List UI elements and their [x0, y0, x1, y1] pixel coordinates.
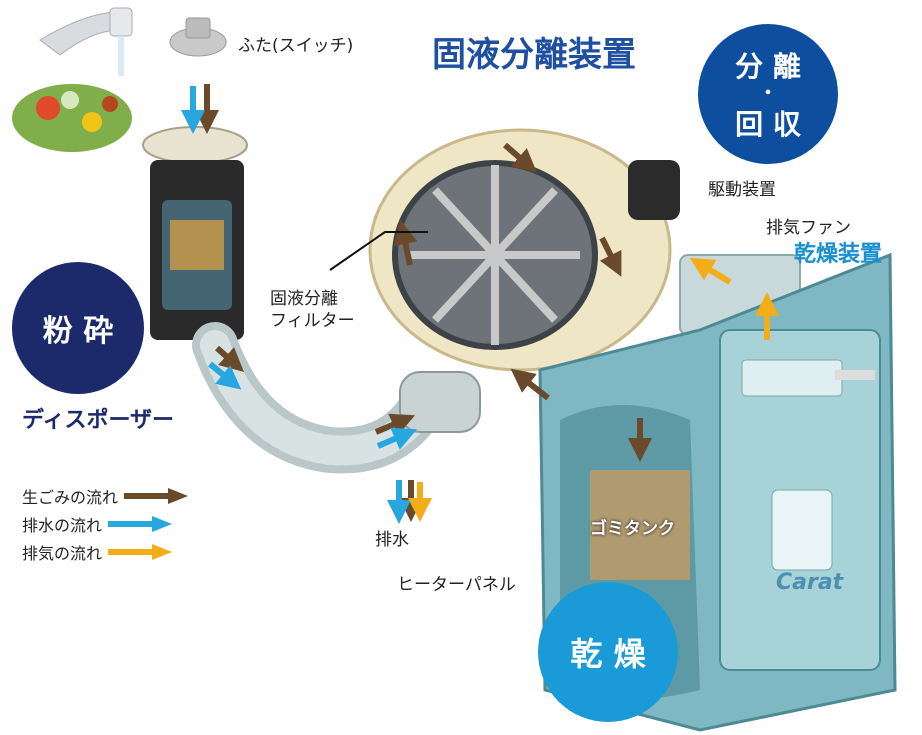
page-title: 固液分離装置	[432, 35, 636, 75]
legend-water-label: 排水の流れ	[22, 516, 103, 535]
badge-recover-text: 回 収	[735, 108, 801, 141]
separate-recover-badge: 分 離 ・ 回 収	[698, 24, 838, 164]
drain-label: 排水	[375, 530, 409, 550]
legend-waste: 生ごみの流れ	[22, 484, 189, 508]
badge-grind-text: 粉 砕	[42, 314, 114, 349]
legend-waste-arrow	[124, 488, 189, 504]
drive-label: 駆動装置	[708, 180, 776, 200]
badge-separate-text: 分 離	[735, 50, 801, 83]
filter-leader-line	[329, 231, 428, 271]
filter-label-line1: 固液分離	[270, 289, 338, 309]
grind-badge: 粉 砕	[12, 262, 144, 394]
water-flow-arrows	[181, 86, 418, 524]
legend-exhaust-arrow	[108, 544, 173, 560]
exhaust-flow-arrows	[408, 257, 779, 522]
legend-exhaust-label: 排気の流れ	[22, 544, 103, 563]
legend-water: 排水の流れ	[22, 512, 173, 536]
legend-exhaust: 排気の流れ	[22, 540, 173, 564]
product-logo: Carat	[776, 570, 844, 595]
drive-motor-illustration	[628, 160, 680, 220]
legend-water-arrow	[108, 516, 173, 532]
disposer-label: ディスポーザー	[22, 408, 175, 433]
tank-label: ゴミタンク	[590, 519, 675, 539]
filter-label-line2: フィルター	[270, 311, 355, 331]
dry-device-label: 乾燥装置	[794, 242, 883, 267]
waste-flow-arrows	[195, 84, 652, 522]
badge-dry-text: 乾 燥	[570, 635, 646, 673]
legend-waste-label: 生ごみの流れ	[22, 488, 119, 507]
dry-badge: 乾 燥	[538, 582, 678, 722]
fan-label: 排気ファン	[766, 218, 851, 238]
lid-label: ふた(スイッチ)	[238, 36, 354, 56]
badge-dot: ・	[759, 83, 777, 104]
heater-label: ヒーターパネル	[397, 575, 516, 595]
